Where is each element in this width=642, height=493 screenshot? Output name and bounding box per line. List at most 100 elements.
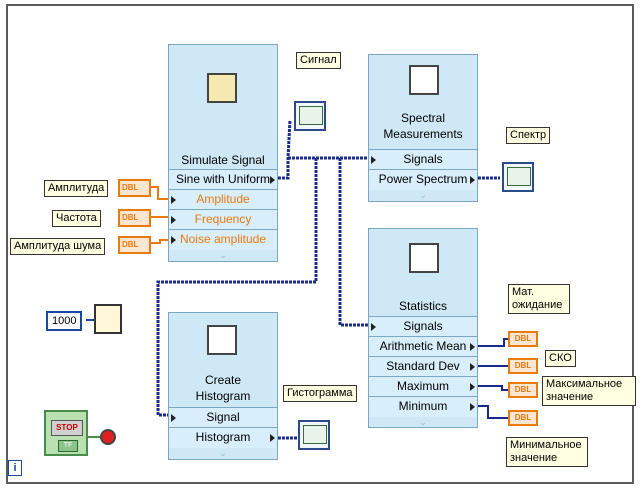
stat-output-wires [478, 338, 508, 419]
orange-wires [151, 186, 168, 244]
term-label: Minimum [398, 399, 448, 413]
label-line: ожидание [512, 299, 563, 311]
arrow-icon [470, 363, 475, 371]
label-spectrum: Спектр [506, 127, 551, 144]
arrow-icon [470, 403, 475, 411]
loop-condition-icon[interactable] [100, 429, 116, 445]
label-line: значение [546, 391, 594, 403]
label-noise: Амплитуда шума [10, 238, 106, 255]
metronome-icon[interactable] [94, 304, 122, 334]
term-label: Signal [206, 410, 240, 424]
waveform-graph-icon[interactable] [294, 101, 326, 131]
create-histogram-node[interactable]: Create Histogram Signal Histogram ⌄ [168, 312, 278, 460]
simulate-signal-node[interactable]: Simulate Signal Sine with Uniform Amplit… [168, 44, 278, 262]
arrow-icon [470, 383, 475, 391]
term-noise-amplitude[interactable]: Noise amplitude [169, 229, 277, 250]
chevron-down-icon[interactable]: ⌄ [219, 250, 227, 260]
term-minimum[interactable]: Minimum [369, 396, 477, 417]
indicator-max[interactable]: DBL [508, 382, 538, 398]
term-label: Sine with Uniform [175, 172, 271, 186]
indicator-sko[interactable]: DBL [508, 358, 538, 374]
graph-screen [303, 425, 327, 444]
term-sine-with-uniform[interactable]: Sine with Uniform [169, 169, 277, 190]
statistics-title: Statistics [398, 299, 447, 313]
wire-sim-to-signal [278, 119, 292, 180]
indicator-min[interactable]: DBL [508, 410, 538, 426]
label-mean: Мат.ожидание [508, 284, 570, 314]
fft-icon [409, 65, 439, 95]
term-label: Frequency [194, 212, 252, 226]
term-histogram[interactable]: Histogram [169, 427, 277, 448]
graph-screen [299, 106, 323, 125]
wire-max [478, 385, 508, 391]
arrow-icon [270, 434, 275, 442]
spectral-title-1: Spectral [400, 111, 446, 125]
term-label: Noise amplitude [179, 232, 267, 246]
arrow-icon [470, 176, 475, 184]
signal-wires [156, 119, 500, 440]
term-label: Power Spectrum [378, 172, 468, 186]
histogram-title-2: Histogram [195, 389, 251, 403]
wire-to-stats [338, 158, 368, 327]
label-line: Мат. [512, 286, 535, 298]
label-amplitude: Амплитуда [44, 180, 109, 197]
info-icon[interactable]: i [8, 460, 22, 476]
stop-control[interactable]: STOP TF [44, 410, 88, 456]
chevron-down-icon[interactable]: ⌄ [419, 417, 427, 427]
control-noise[interactable]: DBL [118, 236, 151, 254]
label-line: Максимальное [546, 378, 623, 390]
arrow-icon [371, 323, 376, 331]
waveform-graph-icon[interactable] [502, 162, 534, 192]
term-amplitude[interactable]: Amplitude [169, 189, 277, 210]
term-signal[interactable]: Signal [169, 407, 277, 428]
signal-generator-icon [207, 73, 237, 103]
indicator-mean[interactable]: DBL [508, 331, 538, 347]
term-signals[interactable]: Signals [369, 316, 477, 337]
label-histogram: Гистограмма [283, 385, 357, 402]
wait-constant[interactable]: 1000 [46, 311, 83, 331]
diagram-frame [6, 4, 634, 484]
label-frequency: Частота [52, 210, 101, 227]
arrow-icon [270, 176, 275, 184]
term-label: Signals [403, 319, 443, 333]
arrow-icon [171, 236, 176, 244]
label-line: Минимальное [510, 439, 582, 451]
wire-to-histogram [156, 158, 318, 417]
term-label: Standard Dev [386, 359, 460, 373]
term-label: Histogram [195, 430, 251, 444]
spectral-title-2: Measurements [383, 127, 463, 141]
label-line: значение [510, 452, 558, 464]
wire-amplitude [151, 186, 168, 200]
distribution-icon [409, 243, 439, 273]
term-signals[interactable]: Signals [369, 149, 477, 170]
spectral-measurements-node[interactable]: Spectral Measurements Signals Power Spec… [368, 54, 478, 202]
term-label: Maximum [396, 379, 449, 393]
term-label: Amplitude [196, 192, 250, 206]
arrow-icon [171, 414, 176, 422]
arrow-icon [171, 216, 176, 224]
term-maximum[interactable]: Maximum [369, 376, 477, 397]
histogram-title-1: Create [204, 373, 242, 387]
term-arithmetic-mean[interactable]: Arithmetic Mean [369, 336, 477, 357]
tf-badge: TF [58, 440, 78, 452]
term-power-spectrum[interactable]: Power Spectrum [369, 169, 477, 190]
wire-mean [478, 338, 508, 347]
arrow-icon [470, 343, 475, 351]
waveform-graph-icon[interactable] [298, 420, 330, 450]
term-standard-dev[interactable]: Standard Dev [369, 356, 477, 377]
wire-min [478, 405, 508, 419]
chevron-down-icon[interactable]: ⌄ [419, 190, 427, 200]
control-amplitude[interactable]: DBL [118, 179, 151, 197]
stop-button[interactable]: STOP [51, 420, 83, 436]
term-frequency[interactable]: Frequency [169, 209, 277, 230]
bar-histogram-icon [207, 325, 237, 355]
chevron-down-icon[interactable]: ⌄ [219, 448, 227, 458]
control-frequency[interactable]: DBL [118, 209, 151, 227]
statistics-node[interactable]: Statistics Signals Arithmetic Mean Stand… [368, 228, 478, 428]
term-label: Arithmetic Mean [379, 339, 467, 353]
arrow-icon [371, 156, 376, 164]
